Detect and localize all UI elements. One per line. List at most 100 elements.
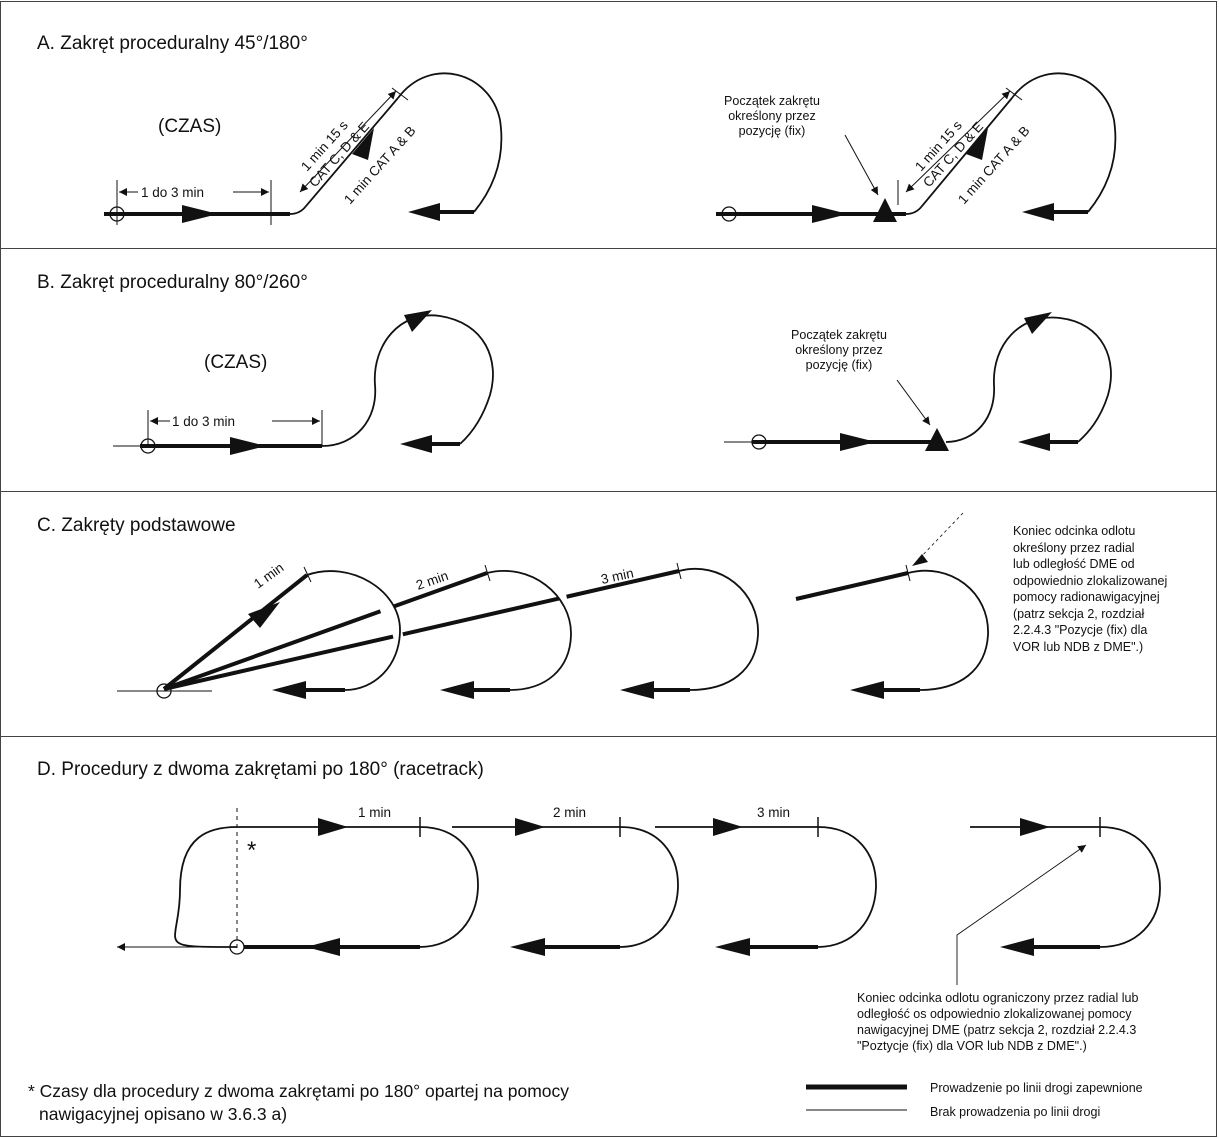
- racetrack-right-turn: [1099, 826, 1161, 948]
- track-arrow-icon: [318, 818, 348, 836]
- panel-b-czas-label: (CZAS): [204, 352, 268, 373]
- base-turn-arc: [678, 568, 759, 691]
- base-turn-arc: [486, 570, 572, 691]
- inbound-arrow-icon: [440, 681, 474, 699]
- radial-pointer-line: [956, 844, 1087, 985]
- procedure-turn-arc: [1011, 72, 1117, 213]
- guided-outbound-leg-2min: [163, 571, 488, 691]
- panel-d-leg-label-1: 1 min: [358, 805, 391, 820]
- radial-arrow-icon: [912, 554, 928, 566]
- inbound-arrow-icon: [715, 938, 750, 956]
- turn-arrow-icon: [1024, 312, 1052, 334]
- panel-d-note-line: odległość os odpowiednio zlokalizowanej …: [857, 1007, 1132, 1021]
- procedure-turn-arc: [397, 72, 503, 213]
- fix-pointer-arrow: [896, 379, 931, 426]
- track-arrow-icon: [182, 205, 218, 223]
- track-arrow-icon: [515, 818, 545, 836]
- panel-c-note-line: określony przez radial: [1013, 540, 1135, 555]
- panel-a-right-procedure: [716, 72, 1117, 223]
- panel-d-leg-label-2: 2 min: [553, 805, 586, 820]
- inbound-arrow-icon: [272, 681, 306, 699]
- tick-mark: [1005, 87, 1023, 101]
- panel-a-fix-note-line: określony przez: [728, 109, 816, 123]
- panel-c-note-line: odpowiednio zlokalizowanej: [1013, 573, 1168, 588]
- racetrack-right-turn: [619, 826, 679, 948]
- inbound-arrow-icon: [1018, 433, 1050, 451]
- footnote-line-2: nawigacyjnej opisano w 3.6.3 a): [39, 1104, 288, 1124]
- panel-c-procedures: [117, 512, 989, 699]
- base-turn-arc: [907, 569, 989, 691]
- procedure-turn-path: [945, 316, 1112, 443]
- legend-unguided-label: Brak prowadzenia po linii drogi: [930, 1105, 1101, 1119]
- inbound-arrow-icon: [1000, 938, 1034, 956]
- panel-b-fix-note-line: określony przez: [795, 343, 883, 357]
- fix-triangle-icon: [925, 428, 949, 451]
- racetrack-left-turn: [174, 826, 238, 948]
- panel-a-fix-note-line: pozycję (fix): [738, 124, 806, 138]
- panel-c-title: C. Zakręty podstawowe: [37, 515, 236, 536]
- inbound-arrow-icon: [1022, 203, 1054, 221]
- inbound-arrow-icon: [408, 203, 440, 221]
- base-turn-arc: [306, 570, 401, 691]
- panel-a-czas-label: (CZAS): [158, 116, 222, 137]
- panel-a-left-procedure: [104, 72, 503, 225]
- racetrack-right-turn: [419, 826, 479, 948]
- panel-d-note: Koniec odcinka odlotu ograniczony przez …: [857, 990, 1138, 1054]
- inbound-arrow-icon: [306, 938, 340, 956]
- panel-b-left-procedure: [113, 310, 494, 455]
- panel-b-right-procedure: [724, 312, 1112, 451]
- procedure-turn-path: [321, 314, 494, 447]
- footnote: * Czasy dla procedury z dwoma zakrętami …: [28, 1080, 569, 1126]
- panel-c-note-line: 2.2.4.3 "Pozycje (fix) dla: [1013, 623, 1148, 637]
- asterisk-label: *: [247, 837, 256, 864]
- diagonal-dim-line: [905, 90, 1011, 193]
- panel-a-duration-label: 1 do 3 min: [141, 185, 204, 200]
- guided-outbound-leg-1min: [162, 573, 309, 691]
- inbound-arrow-icon: [510, 938, 545, 956]
- panel-d-title: D. Procedury z dwoma zakrętami po 180° (…: [37, 759, 484, 780]
- outbound-diagonal-track: [289, 97, 399, 215]
- panel-c-note-line: lub odległość DME od: [1013, 557, 1135, 571]
- track-arrow-icon: [812, 205, 848, 223]
- panel-b-duration-label: 1 do 3 min: [172, 414, 235, 429]
- panel-d-note-line: Koniec odcinka odlotu ograniczony przez …: [857, 991, 1139, 1005]
- guided-outbound-leg-3min: [163, 569, 680, 691]
- inbound-arrow-icon: [400, 435, 432, 453]
- turn-arrow-icon: [404, 310, 432, 332]
- panel-b-fix-note: Początek zakrętu określony przez pozycję…: [779, 328, 899, 373]
- track-arrow-icon: [248, 602, 280, 628]
- panel-c-leg-label-1: 1 min: [251, 560, 287, 592]
- panel-c-note-line: (patrz sekcja 2, rozdział: [1013, 606, 1145, 621]
- inbound-arrow-icon: [850, 681, 884, 699]
- panel-d-procedures: *: [117, 808, 1161, 985]
- fix-triangle-icon: [873, 198, 897, 222]
- fix-pointer-arrow: [844, 134, 879, 196]
- track-arrow-icon: [840, 433, 876, 451]
- guided-outbound-leg-fix: [795, 571, 909, 601]
- panel-d-note-line: "Poztycje (fix) dla VOR lub NDB z DME".): [857, 1039, 1087, 1053]
- panel-b-title: B. Zakręt proceduralny 80°/260°: [37, 272, 308, 293]
- radial-pointer-line: [917, 512, 964, 561]
- racetrack-right-turn: [817, 826, 877, 948]
- track-arrow-icon: [1020, 818, 1050, 836]
- panel-a-title: A. Zakręt proceduralny 45°/180°: [37, 33, 308, 54]
- panel-a-fix-note: Początek zakrętu określony przez pozycję…: [712, 94, 832, 139]
- panel-d-leg-label-3: 3 min: [757, 805, 790, 820]
- panel-d: [0, 736, 1217, 1137]
- panel-c-note-line: Koniec odcinka odlotu: [1013, 524, 1136, 538]
- inbound-arrow-icon: [620, 681, 654, 699]
- tick-mark: [391, 87, 409, 101]
- panel-a-fix-note-line: Początek zakrętu: [724, 94, 820, 108]
- panel-c-note-line: VOR lub NDB z DME".): [1013, 639, 1144, 654]
- panel-c-note: Koniec odcinka odlotu określony przez ra…: [1013, 523, 1167, 655]
- outbound-diagonal-track: [905, 97, 1013, 215]
- panel-d-note-line: nawigacyjnej DME (patrz sekcja 2, rozdzi…: [857, 1023, 1137, 1037]
- panel-c-leg-label-3: 3 min: [600, 565, 635, 587]
- legend-guided-label: Prowadzenie po linii drogi zapewnione: [930, 1081, 1143, 1095]
- track-arrow-icon: [713, 818, 743, 836]
- diagonal-dim-line: [299, 90, 397, 193]
- panel-b-fix-note-line: pozycję (fix): [805, 358, 873, 372]
- panel-c-note-line: pomocy radionawigacyjnej: [1013, 590, 1160, 604]
- panel-b-fix-note-line: Początek zakrętu: [791, 328, 887, 342]
